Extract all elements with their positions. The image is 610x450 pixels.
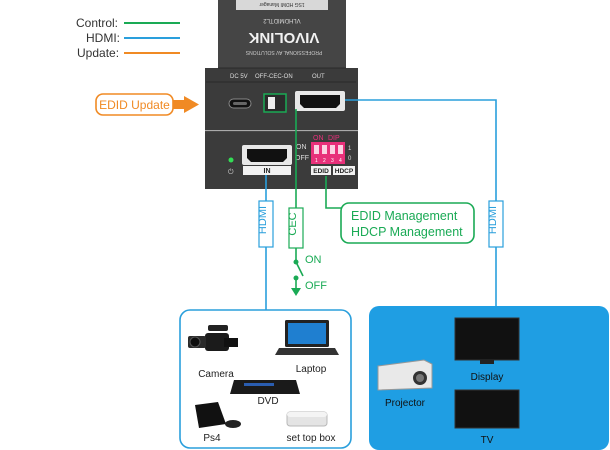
cable-label-hdmi-in: HDMI [257,200,274,248]
device-label-top: 1SG HDMI Manager [259,1,305,7]
tv-icon [454,389,520,429]
dip-num-2: 2 [323,158,326,164]
port-label-out: OUT [312,74,325,80]
port-label-switch: OFF-CEC-ON [255,74,293,80]
displays-panel: Projector Display TV [369,306,609,450]
port-label-power: DC 5V [230,74,248,80]
dip-num-3: 3 [331,158,334,164]
switch-on-label: ON [305,254,322,266]
switch-off-label: OFF [305,280,327,292]
set-top-box-icon [286,411,328,427]
dip-management-callout: EDID Management HDCP Management [340,202,475,244]
source-laptop-label: Laptop [296,364,327,375]
dip-side-off: OFF [295,155,309,162]
sources-panel: Camera Laptop DVD Ps4 set top box [179,309,352,449]
dip-dip-label: DIP [328,135,340,142]
power-led [228,157,234,163]
edid-update-label: EDID Update [99,98,170,112]
camera-icon [188,325,238,351]
edid-management-label: EDID Management [351,209,458,223]
cable-label-hdmi-out: HDMI [487,200,504,248]
legend-control-label: Control: [76,16,118,30]
dip-switch: ON OFF ON DIP 1 2 3 4 1 0 EDID HDCP [295,135,355,175]
display-display-label: Display [471,372,504,383]
svg-text:HDMI: HDMI [487,206,499,234]
power-icon: ⏻ [228,168,234,176]
dip-num-4: 4 [339,158,342,164]
ps4-console-icon [195,402,241,428]
svg-text:CEC: CEC [287,212,299,235]
legend-hdmi-label: HDMI: [86,31,120,45]
svg-text:HDMI: HDMI [257,206,269,234]
legend: Control: HDMI: Update: [76,16,180,60]
device-model: VLHDMIDTL2 [263,17,301,23]
dvd-player-icon [230,380,300,394]
dip-hdcp-label: HDCP [335,168,354,175]
cable-label-cec: CEC [287,207,304,249]
dip-side-on: ON [296,144,307,151]
display-projector-label: Projector [385,398,426,409]
dip-num-1: 1 [315,158,318,164]
cec-switch-symbol: ON OFF [291,254,327,296]
hdmi-in-port [242,145,292,165]
projector-icon [377,359,433,391]
edid-update-callout: EDID Update [95,93,199,116]
display-tv-label: TV [481,435,494,446]
source-camera-label: Camera [198,369,234,380]
hdcp-management-label: HDCP Management [351,225,463,239]
dip-one: 1 [348,146,352,152]
hdmi-out-port [295,91,345,111]
source-settopbox-label: set top box [287,433,336,444]
device-top-label [236,0,328,10]
dip-zero: 0 [348,156,352,162]
laptop-icon [275,320,339,355]
port-label-in: IN [264,168,271,175]
extender-device-front: ⏻ IN ON OFF ON DIP 1 2 3 4 1 0 EDID [205,130,358,189]
device-brand: VIVOLINK [248,29,319,46]
dip-edid-label: EDID [313,168,329,175]
legend-update-label: Update: [77,46,119,60]
device-tagline: PROFESSIONAL AV SOLUTIONS [245,49,322,55]
extender-device: 1SG HDMI Manager VLHDMIDTL2 VIVOLINK PRO… [205,0,358,130]
source-ps4-label: Ps4 [203,433,221,444]
display-monitor-icon [454,317,520,364]
source-dvd-label: DVD [257,396,278,407]
dip-on-label: ON [313,135,324,142]
